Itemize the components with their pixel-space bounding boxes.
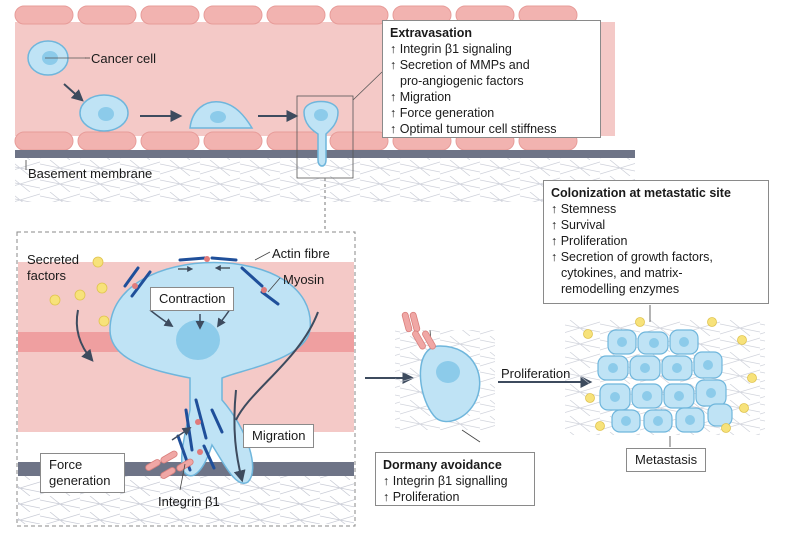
extravasation-item: ↑ Secretion of MMPs and (390, 58, 530, 72)
label-force-generation: Force generation (40, 453, 125, 493)
force-line-2: generation (49, 473, 111, 488)
label-myosin: Myosin (283, 272, 325, 287)
colonization-item: cytokines, and matrix- (561, 266, 683, 280)
cancer-cell-extravasating (303, 100, 339, 167)
integrin-dormant (401, 311, 436, 350)
extravasation-item: pro-angiogenic factors (400, 74, 524, 88)
extravasation-box: Extravasation ↑ Integrin β1 signaling ↑ … (382, 20, 601, 138)
colonization-item: ↑ Secretion of growth factors, (551, 250, 713, 264)
extravasation-item: ↑ Migration (390, 90, 452, 104)
metastasis-factors (583, 317, 757, 433)
colonization-item: ↑ Proliferation (551, 234, 628, 248)
dormancy-box: Dormany avoidance ↑ Integrin β1 signalli… (375, 452, 535, 506)
dormancy-item: ↑ Proliferation (383, 490, 460, 504)
colonization-item: ↑ Survival (551, 218, 606, 232)
label-actin-fibre: Actin fibre (272, 246, 330, 261)
secreted-factors-dots (49, 256, 110, 327)
colonization-title: Colonization at metastatic site (551, 186, 731, 200)
extravasation-item: ↑ Optimal tumour cell stiffness (390, 122, 557, 136)
label-integrin: Integrin β1 (158, 494, 220, 509)
label-basement-membrane: Basement membrane (28, 166, 153, 181)
colonization-item: ↑ Stemness (551, 202, 617, 216)
secreted-line-2: factors (27, 268, 67, 283)
colonization-item: remodelling enzymes (561, 282, 680, 296)
label-contraction: Contraction (150, 287, 235, 311)
extravasation-title: Extravasation (390, 26, 472, 40)
cancer-cell-spreading (189, 101, 254, 129)
extravasation-item: ↑ Force generation (390, 106, 495, 120)
dormancy-item: ↑ Integrin β1 signalling (383, 474, 508, 488)
label-proliferation-arrow: Proliferation (501, 366, 571, 381)
secreted-line-1: Secreted (27, 252, 80, 267)
force-line-1: Force (49, 457, 83, 472)
extravasation-item: ↑ Integrin β1 signaling (390, 42, 512, 56)
label-metastasis: Metastasis (626, 448, 707, 472)
myosin (132, 256, 267, 455)
colonization-box: Colonization at metastatic site ↑ Stemne… (543, 180, 769, 304)
label-secreted-factors: Secreted factors (27, 252, 79, 284)
dormant-cell (419, 345, 481, 423)
dormancy-title: Dormany avoidance (383, 458, 502, 472)
label-migration: Migration (243, 424, 315, 448)
cancer-cell-adhering (79, 94, 129, 132)
label-cancer-cell: Cancer cell (91, 51, 157, 66)
